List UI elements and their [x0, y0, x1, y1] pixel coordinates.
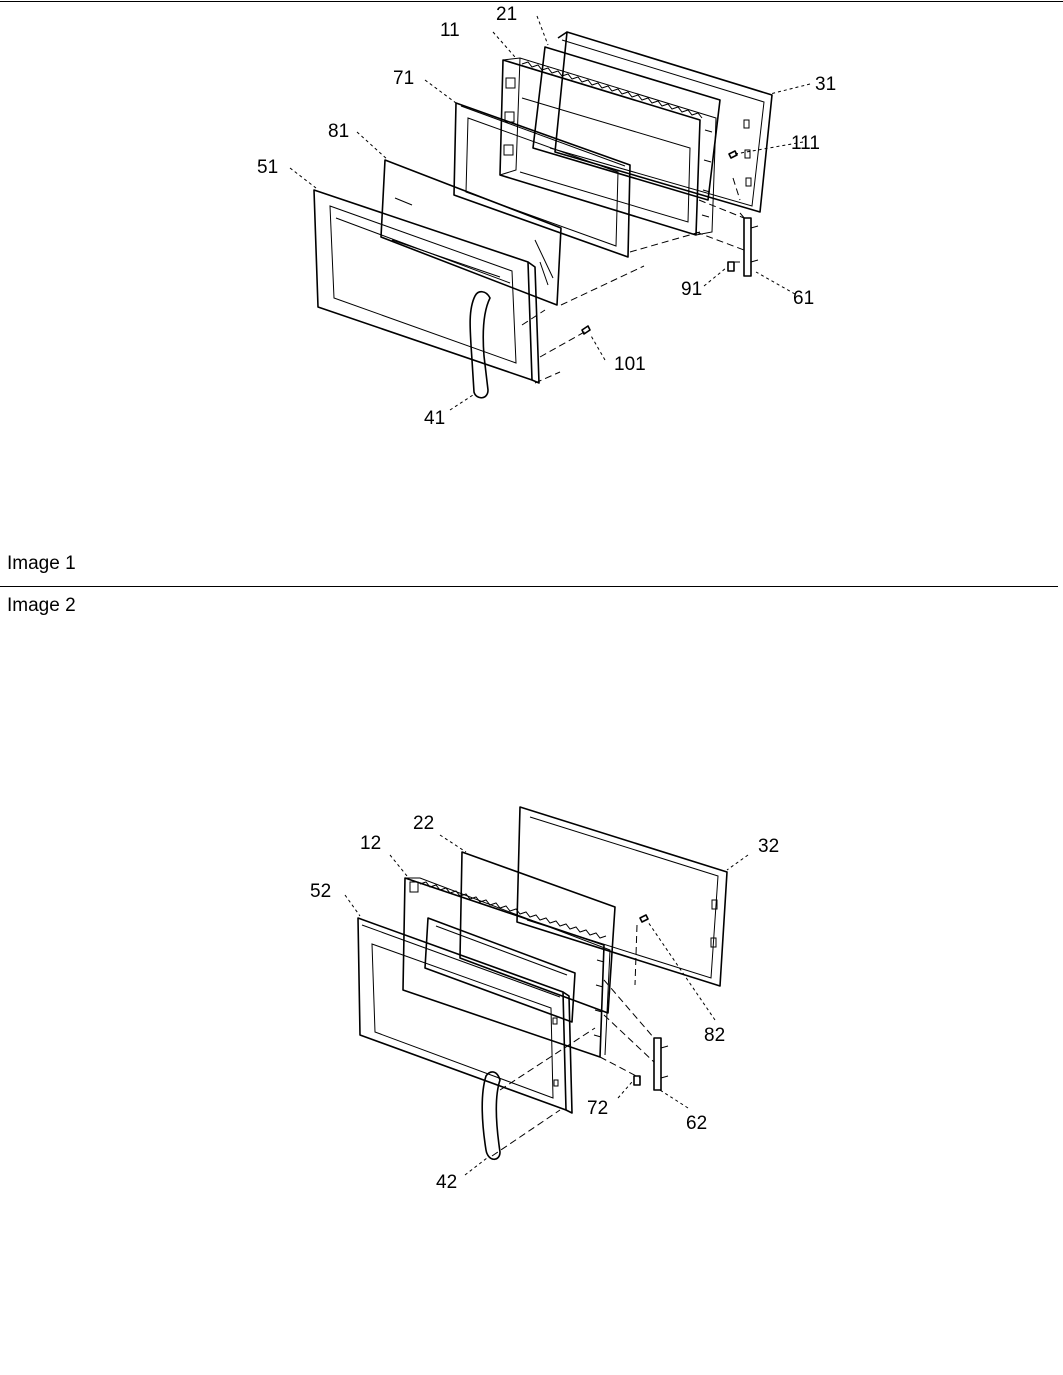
part-41-handle: [469, 290, 491, 399]
part-91-clip: [727, 261, 735, 272]
part-11-door-panel: [499, 57, 717, 236]
part-22-sheet: [459, 851, 616, 1014]
part-32-rear-frame: [516, 806, 728, 987]
callout-61: 61: [793, 288, 814, 309]
callout-71: 71: [393, 68, 414, 89]
callout-32: 32: [758, 836, 779, 857]
part-62-latch: [653, 1037, 669, 1091]
part-71-inner-frame: [453, 102, 631, 258]
callout-72: 72: [587, 1098, 608, 1119]
top-rule: [0, 1, 1063, 2]
callout-52: 52: [310, 881, 331, 902]
part-31-rear-frame: [549, 31, 773, 213]
callout-12: 12: [360, 833, 381, 854]
diagram-image-1: [289, 15, 811, 411]
diagram-image-2: [344, 806, 749, 1176]
part-42-handle: [481, 1071, 501, 1161]
callout-101: 101: [614, 354, 646, 375]
callout-42: 42: [436, 1172, 457, 1193]
callout-41: 41: [424, 408, 445, 429]
section-divider: [0, 586, 1058, 587]
part-51-front-frame: [313, 189, 540, 384]
caption-image-1: Image 1: [7, 553, 76, 574]
callout-21: 21: [496, 4, 517, 25]
callout-111: 111: [791, 133, 820, 154]
callout-91: 91: [681, 279, 702, 300]
part-61-latch: [743, 217, 759, 277]
part-52-front-frame: [357, 917, 573, 1114]
callout-82: 82: [704, 1025, 725, 1046]
callout-51: 51: [257, 157, 278, 178]
callout-22: 22: [413, 813, 434, 834]
part-111-screw: [728, 150, 738, 159]
part-inner-window-frame: [424, 917, 576, 1023]
part-72-clip: [633, 1075, 641, 1086]
callout-31: 31: [815, 74, 836, 95]
caption-image-2: Image 2: [7, 595, 76, 616]
part-21-choke-plate: [532, 46, 721, 201]
part-81-glass: [380, 159, 562, 306]
callout-11: 11: [440, 20, 460, 41]
callout-62: 62: [686, 1113, 707, 1134]
part-82-screw: [639, 914, 649, 923]
callout-81: 81: [328, 121, 349, 142]
